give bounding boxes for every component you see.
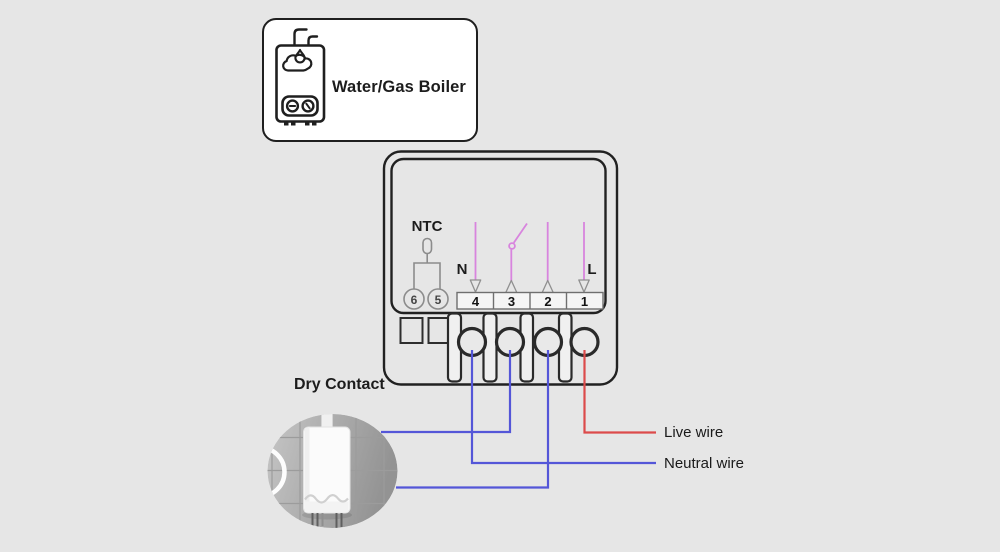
dry-contact-module bbox=[382, 150, 619, 386]
ntc-label: NTC bbox=[411, 218, 443, 235]
boiler-wire-path bbox=[381, 350, 512, 434]
boiler-box-label: Water/Gas Boiler bbox=[332, 78, 466, 96]
terminal-screws bbox=[456, 326, 600, 358]
live-marker-label: L bbox=[587, 261, 597, 278]
dry-contact-label: Dry Contact bbox=[294, 375, 385, 393]
photo-pipes bbox=[311, 513, 343, 528]
live-wire-label: Live wire bbox=[664, 424, 724, 441]
sensor-terminal-5 bbox=[427, 288, 449, 310]
boiler-wire-path bbox=[396, 350, 550, 489]
terminal-strip bbox=[456, 291, 604, 310]
burner-cloud-icon bbox=[282, 53, 313, 72]
terminal-number-4: 4 bbox=[471, 293, 480, 309]
terminal-number-3: 3 bbox=[507, 293, 516, 309]
wall-mounted-boiler-photo bbox=[267, 414, 398, 528]
photo-boiler-unit bbox=[303, 426, 351, 514]
arrow-down-icon bbox=[578, 279, 590, 293]
terminal-number-1: 1 bbox=[580, 293, 589, 309]
neutral-wire-label: Neutral wire bbox=[664, 454, 745, 472]
gas-boiler-icon bbox=[275, 28, 326, 126]
switch-pivot-icon bbox=[508, 242, 516, 250]
module-front-panel bbox=[390, 157, 607, 315]
neutral-wire-path bbox=[470, 350, 656, 465]
sensor-terminal-number-6: 6 bbox=[410, 292, 418, 307]
photo-flue-pipe bbox=[321, 414, 333, 430]
sensor-terminal-number-5: 5 bbox=[434, 292, 442, 307]
ntc-port bbox=[399, 317, 424, 344]
sensor-terminal-6 bbox=[403, 288, 425, 310]
switch-blade-icon bbox=[513, 222, 528, 244]
arrow-down-icon bbox=[469, 279, 482, 293]
photo-white-ring bbox=[267, 445, 287, 499]
neutral-marker-label: N bbox=[456, 261, 468, 278]
internal-signal-lines bbox=[474, 222, 585, 281]
ntc-sensor-icon bbox=[403, 237, 449, 310]
live-wire-path bbox=[583, 350, 656, 434]
terminal-number-2: 2 bbox=[544, 293, 552, 309]
